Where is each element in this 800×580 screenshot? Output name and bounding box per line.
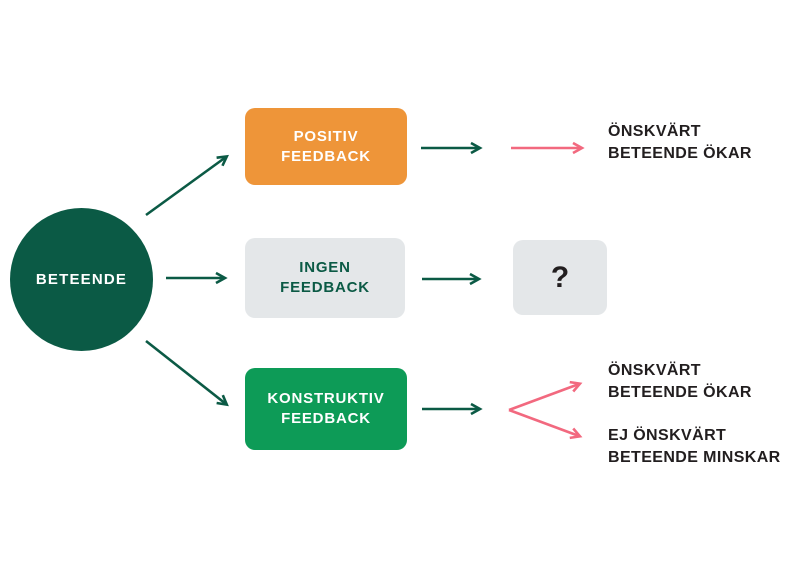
- arrow-fork-to-increase: [508, 380, 583, 412]
- arrow-circle-to-positive: [145, 154, 229, 217]
- arrow-circle-to-constructive: [145, 339, 229, 407]
- beteende-circle: BETEENDE: [10, 208, 153, 351]
- question-box: ?: [513, 240, 607, 315]
- konstruktiv-feedback-box: KONSTRUKTIV FEEDBACK: [245, 368, 407, 450]
- outcome-positive-text: ÖNSKVÄRT BETEENDE ÖKAR: [608, 123, 752, 162]
- ingen-feedback-label: INGEN FEEDBACK: [280, 259, 370, 296]
- positiv-feedback-box: POSITIV FEEDBACK: [245, 108, 407, 185]
- konstruktiv-feedback-label: KONSTRUKTIV FEEDBACK: [267, 390, 385, 427]
- arrow-fork-to-decrease: [508, 408, 583, 440]
- beteende-label: BETEENDE: [35, 271, 128, 288]
- question-mark-label: ?: [550, 260, 570, 294]
- positiv-feedback-label: POSITIV FEEDBACK: [281, 127, 371, 165]
- outcome-constructive-increase-text: ÖNSKVÄRT BETEENDE ÖKAR: [608, 362, 752, 401]
- ingen-feedback-box: INGEN FEEDBACK: [245, 238, 405, 318]
- outcome-constructive-decrease-text: EJ ÖNSKVÄRT BETEENDE MINSKAR: [608, 427, 781, 466]
